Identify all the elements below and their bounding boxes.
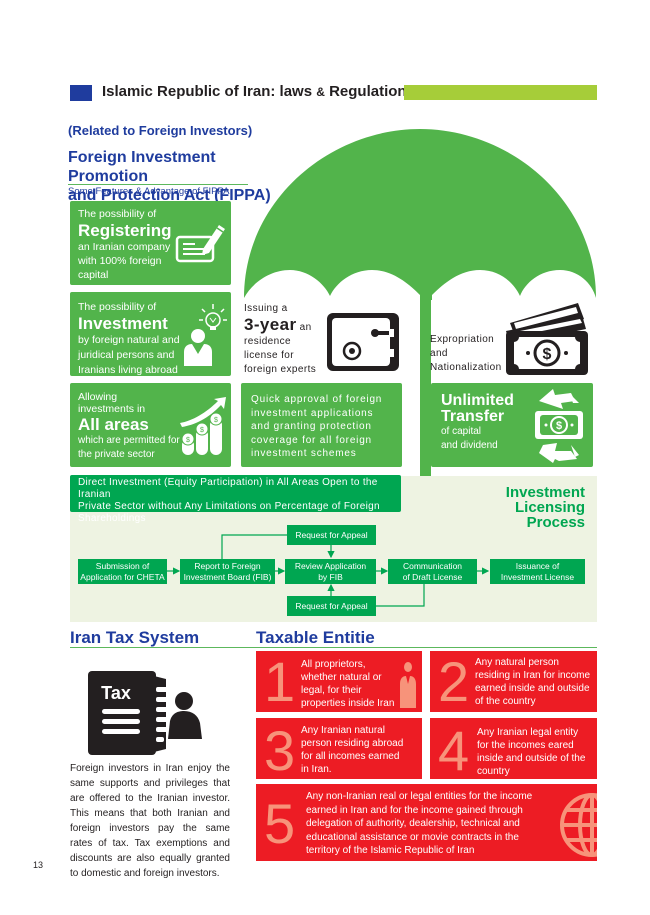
svg-text:$: $ xyxy=(200,427,204,434)
tax-system-body: Foreign investors in Iran enjoy the same… xyxy=(70,763,230,879)
fippa-title: Foreign Investment Promotion and Protect… xyxy=(68,149,271,204)
taxable-entity-5: 5 Any non-Iranian real or legal entities… xyxy=(256,784,597,861)
svg-text:$: $ xyxy=(186,437,190,444)
check-pen-icon xyxy=(175,225,225,263)
svg-text:$: $ xyxy=(214,417,218,424)
page-number: 13 xyxy=(33,860,44,870)
feature-investment: The possibility of Investment by foreign… xyxy=(70,292,231,376)
taxable-entity-2: 2 Any natural person residing in Iran fo… xyxy=(430,651,597,712)
taxable-entity-1: 1 All proprietors, whether natural or le… xyxy=(256,651,422,712)
svg-text:$: $ xyxy=(543,346,552,363)
tax-system-title: Iran Tax System xyxy=(70,628,200,647)
tax-document-icon: Tax xyxy=(88,671,202,755)
licensing-process-title: Investment Licensing Process xyxy=(505,484,585,531)
feature-direct-investment: Direct Investment (Equity Participation)… xyxy=(70,475,401,524)
page-header-title: Islamic Republic of Iran: laws & Regulat… xyxy=(102,83,415,100)
fippa-subheading: Some Features & Advantage of FIPPA xyxy=(68,186,230,197)
taxable-entity-4: 4 Any Iranian legal entity for the incom… xyxy=(430,718,597,779)
feature-residence: Issuing a 3-year an residence license fo… xyxy=(244,303,317,375)
fippa-divider xyxy=(68,184,248,185)
coins-growth-icon: $ $ $ xyxy=(180,397,226,455)
header-green-bar xyxy=(404,85,597,100)
feature-all-areas: Allowing investments in All areas which … xyxy=(70,383,231,467)
person-icon xyxy=(400,662,416,708)
feature-expropriation: Expropriation and Nationalization xyxy=(430,334,502,373)
money-recycle-icon: $ xyxy=(535,389,583,463)
money-stack-icon: $ xyxy=(506,303,588,375)
umbrella-shaft xyxy=(420,296,431,482)
section-subtitle: (Related to Foreign Investors) xyxy=(68,123,253,138)
step-appeal-bottom: Request for Appeal xyxy=(287,596,376,616)
step-appeal-top: Request for Appeal xyxy=(287,525,376,545)
header-blue-block xyxy=(70,85,92,101)
taxable-entity-3: 3 Any Iranian natural person residing ab… xyxy=(256,718,422,779)
tax-divider xyxy=(70,647,597,648)
feature-registering: The possibility of Registering an Irania… xyxy=(70,201,231,285)
safe-icon xyxy=(327,313,399,371)
taxable-entities-title: Taxable Entitie xyxy=(256,628,375,647)
svg-text:$: $ xyxy=(556,420,562,432)
globe-icon xyxy=(560,793,597,857)
person-lightbulb-icon xyxy=(184,304,227,366)
tax-icon-label: Tax xyxy=(101,683,131,703)
feature-unlimited-transfer: Unlimited Transfer of capital and divide… xyxy=(431,383,593,467)
feature-quick-approval: Quick approval of foreign investment app… xyxy=(241,383,402,467)
